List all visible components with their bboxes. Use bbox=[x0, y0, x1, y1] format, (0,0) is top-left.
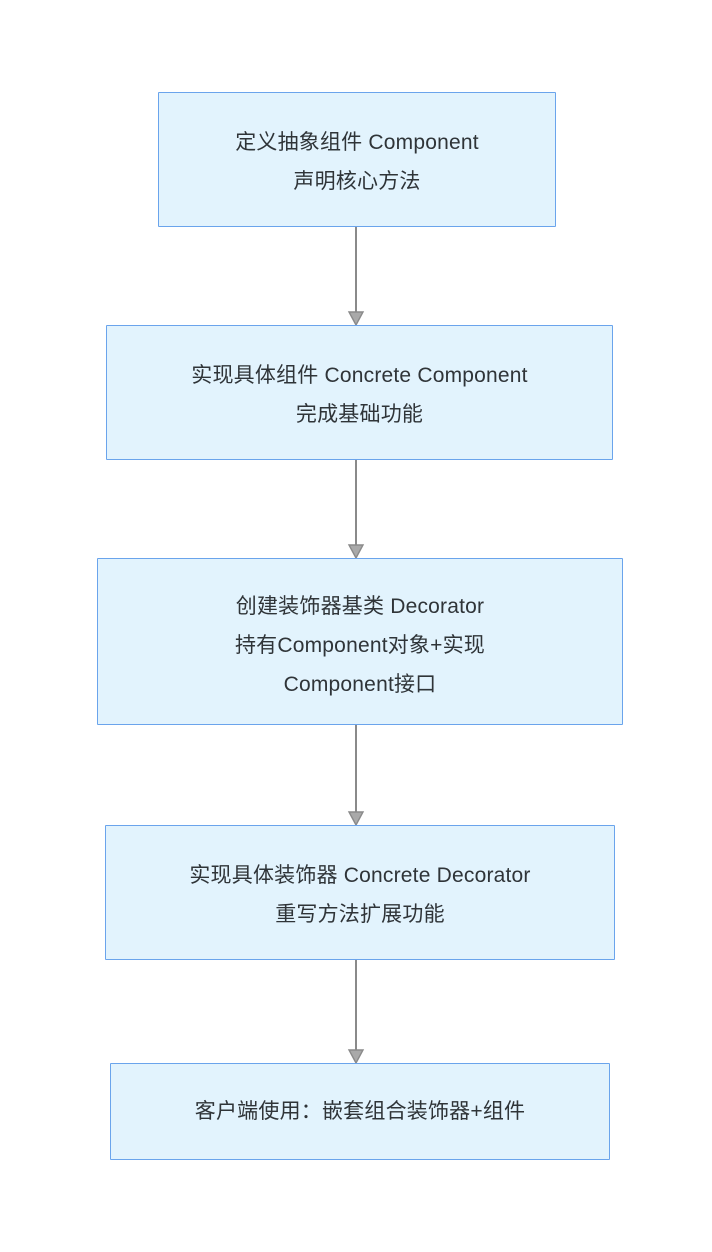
flowchart-node-implement-concrete-component[interactable]: 实现具体组件 Concrete Component 完成基础功能 bbox=[106, 325, 613, 460]
edge-node2-node3 bbox=[347, 460, 365, 560]
edge-node1-node2 bbox=[347, 227, 365, 327]
flowchart-node-client-usage[interactable]: 客户端使用：嵌套组合装饰器+组件 bbox=[110, 1063, 610, 1160]
node-text-line: 重写方法扩展功能 bbox=[275, 903, 445, 926]
node-text-line: 完成基础功能 bbox=[295, 403, 424, 426]
flowchart-node-implement-concrete-decorator[interactable]: 实现具体装饰器 Concrete Decorator 重写方法扩展功能 bbox=[105, 825, 615, 960]
node-text-line: 持有Component对象+实现 bbox=[234, 634, 486, 657]
node-text-line: 实现具体装饰器 Concrete Decorator bbox=[189, 864, 531, 887]
node-text-line: 创建装饰器基类 Decorator bbox=[235, 595, 485, 618]
edge-node4-node5 bbox=[347, 960, 365, 1065]
node-text-line: 声明核心方法 bbox=[293, 170, 421, 193]
node-text-line: Component接口 bbox=[283, 673, 437, 696]
node-text-line: 客户端使用：嵌套组合装饰器+组件 bbox=[194, 1100, 526, 1123]
flowchart-node-create-decorator-base[interactable]: 创建装饰器基类 Decorator 持有Component对象+实现 Compo… bbox=[97, 558, 623, 725]
flowchart-node-define-abstract-component[interactable]: 定义抽象组件 Component 声明核心方法 bbox=[158, 92, 556, 227]
edge-node3-node4 bbox=[347, 725, 365, 827]
node-text-line: 实现具体组件 Concrete Component bbox=[191, 364, 528, 387]
node-text-line: 定义抽象组件 Component bbox=[235, 131, 479, 154]
